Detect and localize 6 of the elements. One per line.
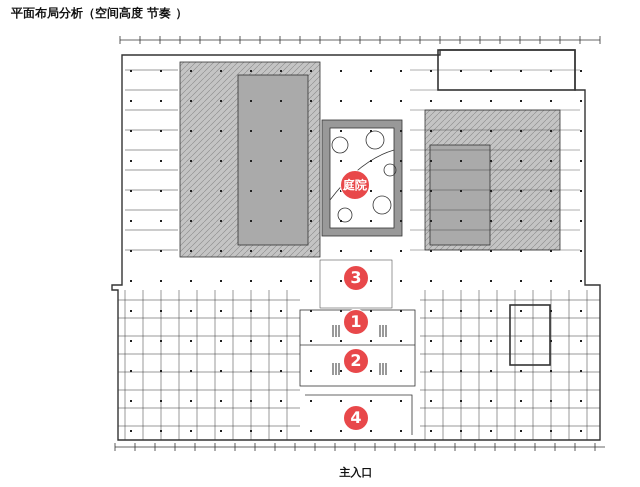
marker-circle: 4 [343, 405, 369, 431]
entrance-label: 主入口 [340, 464, 372, 480]
diagram-title: 平面布局分析（空间高度 节奏 ） [11, 5, 188, 22]
marker-circle: 3 [343, 265, 369, 291]
marker-circle: 1 [343, 309, 369, 335]
marker-circle: 2 [343, 348, 369, 374]
